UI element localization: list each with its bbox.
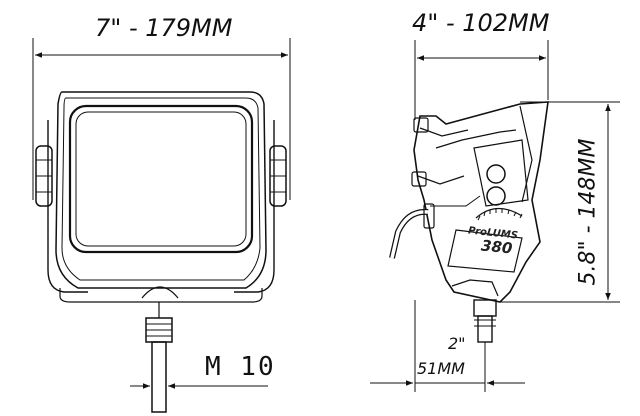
brand-model-text: 380 — [480, 236, 514, 258]
front-view — [32, 38, 291, 413]
front-bolt — [151, 341, 167, 413]
front-base — [59, 288, 263, 303]
width-label: 7" - 179MM — [95, 14, 233, 42]
right-bracket — [234, 120, 275, 293]
front-lens — [68, 104, 254, 254]
mount-offset-mm-label: 51MM — [417, 359, 465, 378]
depth-label: 4" - 102MM — [412, 9, 550, 37]
mount-offset-inch-label: 2" — [448, 334, 466, 353]
left-bracket — [47, 120, 88, 293]
side-housing — [413, 101, 549, 303]
front-housing — [55, 91, 267, 289]
angle-dial — [475, 207, 523, 219]
mount-screw-bottom — [486, 186, 506, 206]
mount-screw-top — [486, 164, 506, 184]
mounting-plate — [473, 139, 529, 207]
thread-size-label: M 10 — [205, 352, 276, 382]
height-label: 5.8" - 148MM — [575, 138, 601, 286]
side-nut — [473, 299, 497, 317]
side-view — [370, 40, 620, 392]
